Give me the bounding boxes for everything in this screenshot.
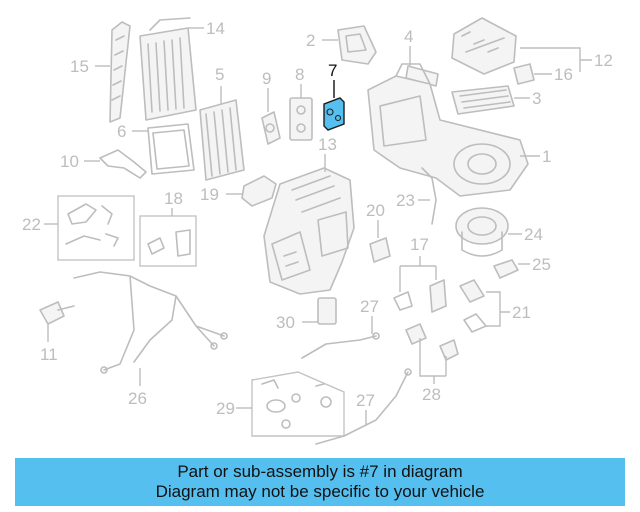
callout-11: 11 (40, 345, 58, 364)
part-11-drawing (39, 301, 75, 325)
part-13-drawing (263, 167, 355, 295)
callout-10: 10 (60, 152, 79, 171)
callout-21: 21 (512, 303, 531, 322)
part-7-drawing (323, 97, 345, 131)
part-6-drawing (147, 123, 195, 175)
callout-3: 3 (532, 89, 541, 108)
callout-18: 18 (164, 189, 183, 208)
part-18-box (139, 215, 197, 267)
callout-22: 22 (22, 215, 41, 234)
part-29-box (251, 371, 345, 437)
callout-19: 19 (200, 185, 219, 204)
part-17-drawing (393, 279, 447, 313)
callout-16: 16 (554, 65, 573, 84)
callout-26: 26 (128, 389, 147, 408)
callout-6: 6 (117, 122, 126, 141)
part-15-drawing (109, 21, 131, 123)
parts-diagram: 15 14 5 6 10 9 8 2 (22, 17, 613, 445)
part-9-drawing (261, 111, 281, 145)
callout-7: 7 (328, 61, 337, 80)
part-2-drawing (337, 25, 377, 65)
part-27a-drawing (301, 332, 380, 359)
callout-17: 17 (410, 235, 429, 254)
callout-2: 2 (306, 31, 315, 50)
caption-line-1: Part or sub-assembly is #7 in diagram (177, 462, 463, 481)
part-23-drawing (421, 167, 437, 225)
callout-29: 29 (216, 399, 235, 418)
callout-4: 4 (404, 27, 413, 46)
part-19-drawing (241, 175, 277, 207)
callout-8: 8 (295, 65, 304, 84)
part-10-drawing (99, 149, 147, 179)
part-16-drawing (513, 63, 535, 85)
part-27b-drawing (315, 368, 412, 445)
part-3-drawing (451, 85, 515, 115)
part-22-drawing (65, 203, 119, 247)
part-14-drawing (139, 17, 197, 121)
callout-25: 25 (532, 255, 551, 274)
callout-5: 5 (215, 65, 224, 84)
callout-9: 9 (262, 69, 271, 88)
part-22-box (57, 195, 135, 261)
part-12-drawing (451, 17, 517, 75)
part-28-drawing (405, 323, 459, 361)
callout-28: 28 (422, 385, 441, 404)
part-18-drawing (147, 229, 191, 257)
callout-14: 14 (206, 19, 225, 38)
part-24-drawing (455, 207, 509, 257)
part-29-drawing (261, 379, 332, 429)
callout-30: 30 (276, 313, 295, 332)
part-25-drawing (493, 259, 519, 279)
caption-banner: Part or sub-assembly is #7 in diagram Di… (15, 458, 625, 506)
caption-line-2: Diagram may not be specific to your vehi… (155, 482, 485, 501)
part-20-drawing (369, 237, 391, 263)
callout-27-upper: 27 (360, 297, 379, 316)
callout-12: 12 (594, 51, 613, 70)
callout-20: 20 (366, 201, 385, 220)
part-21-drawing (459, 279, 487, 333)
callout-24: 24 (524, 225, 543, 244)
part-1-drawing (367, 63, 529, 197)
part-30-drawing (317, 297, 337, 325)
callout-23: 23 (396, 191, 415, 210)
part-5-drawing (199, 99, 245, 181)
callout-13: 13 (318, 135, 337, 154)
part-8-drawing (289, 97, 313, 141)
callout-27-lower: 27 (356, 391, 375, 410)
part-26-drawing (73, 271, 228, 374)
callout-15: 15 (70, 57, 89, 76)
part-4-drawing (405, 65, 439, 87)
callout-1: 1 (542, 147, 551, 166)
